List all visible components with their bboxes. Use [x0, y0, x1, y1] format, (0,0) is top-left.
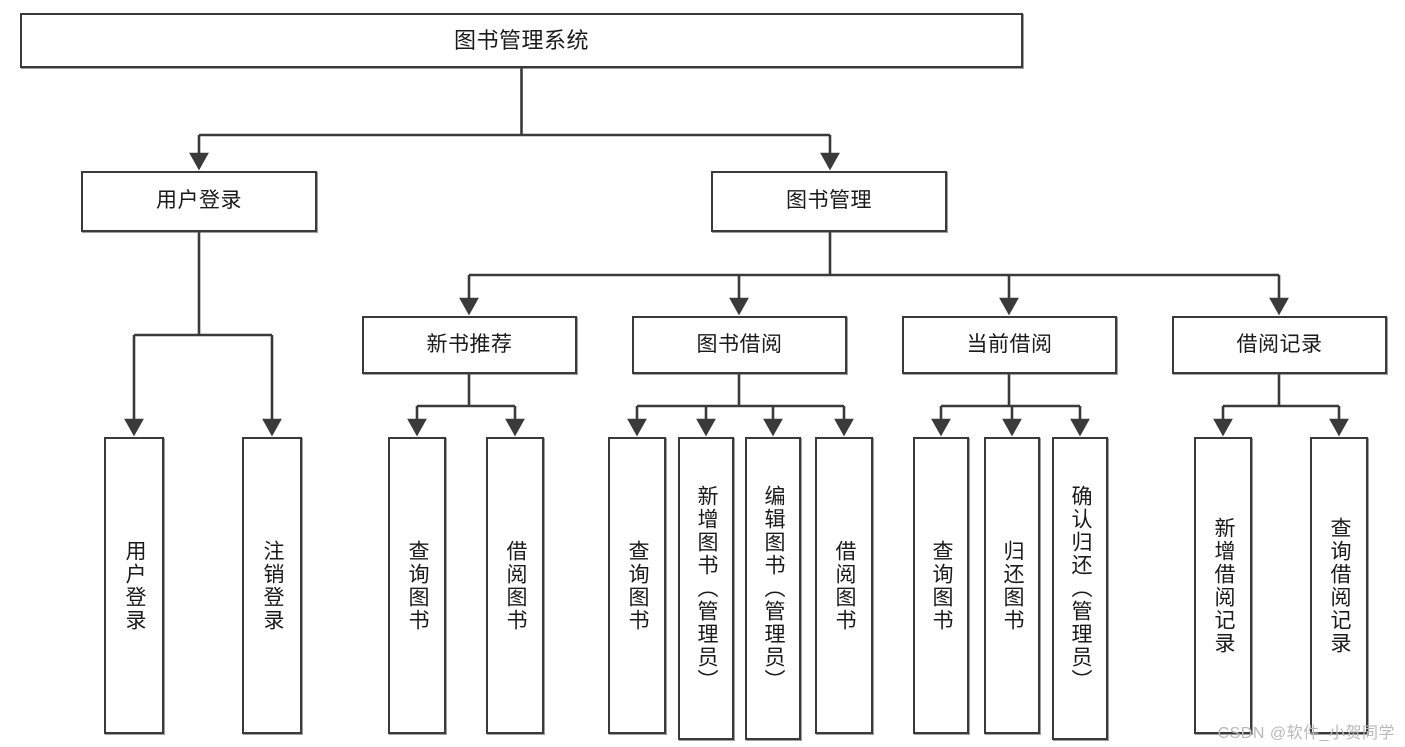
node-label: 确认归还（管理员） [1069, 485, 1093, 692]
node-label: 归还图书 [1001, 539, 1025, 632]
node-label: 图书管理 [786, 189, 872, 213]
node-label: 用户登录 [123, 539, 147, 632]
node-label: 新增借阅记录 [1212, 516, 1236, 655]
node-label: 图书借阅 [696, 332, 783, 356]
node-leaf-record-add-borrow-record[interactable]: 新增借阅记录 [1194, 437, 1252, 734]
node-leaf-newbook-borrow-book[interactable]: 借阅图书 [486, 437, 544, 734]
node-book-borrow[interactable]: 图书借阅 [632, 316, 847, 374]
node-label: 借阅图书 [833, 539, 857, 632]
node-label: 新增图书（管理员） [695, 485, 719, 692]
node-leaf-currentborrow-return-book[interactable]: 归还图书 [984, 437, 1040, 734]
node-user-login[interactable]: 用户登录 [81, 171, 317, 232]
node-new-book-recommend[interactable]: 新书推荐 [362, 316, 577, 374]
node-label: 用户登录 [156, 189, 242, 213]
node-leaf-logout[interactable]: 注销登录 [242, 437, 302, 734]
node-borrow-record[interactable]: 借阅记录 [1172, 316, 1387, 374]
node-label: 编辑图书（管理员） [762, 485, 786, 692]
node-leaf-record-query-borrow-record[interactable]: 查询借阅记录 [1310, 437, 1368, 734]
node-leaf-currentborrow-query-book[interactable]: 查询图书 [913, 437, 969, 734]
node-label: 借阅图书 [504, 539, 528, 632]
node-label: 当前借阅 [966, 332, 1053, 356]
node-label: 图书管理系统 [453, 27, 589, 53]
node-label: 查询图书 [626, 539, 650, 632]
node-leaf-user-login[interactable]: 用户登录 [104, 437, 164, 734]
node-label: 注销登录 [261, 539, 285, 632]
node-label: 查询借阅记录 [1328, 516, 1352, 655]
node-leaf-currentborrow-confirm-return-admin[interactable]: 确认归还（管理员） [1052, 437, 1108, 740]
node-leaf-newbook-query-book[interactable]: 查询图书 [388, 437, 446, 734]
node-current-borrow[interactable]: 当前借阅 [902, 316, 1117, 374]
node-label: 借阅记录 [1236, 332, 1323, 356]
node-leaf-bookborrow-add-book-admin[interactable]: 新增图书（管理员） [678, 437, 734, 740]
node-label: 查询图书 [406, 539, 430, 632]
node-label: 查询图书 [930, 539, 954, 632]
node-leaf-bookborrow-query-book[interactable]: 查询图书 [608, 437, 666, 734]
node-leaf-bookborrow-edit-book-admin[interactable]: 编辑图书（管理员） [745, 437, 801, 740]
node-label: 新书推荐 [426, 332, 513, 356]
node-book-management[interactable]: 图书管理 [711, 171, 947, 232]
node-root-system[interactable]: 图书管理系统 [20, 13, 1023, 68]
watermark-text: CSDN @软件_小贺同学 [1217, 725, 1395, 742]
node-leaf-bookborrow-borrow-book[interactable]: 借阅图书 [815, 437, 873, 734]
